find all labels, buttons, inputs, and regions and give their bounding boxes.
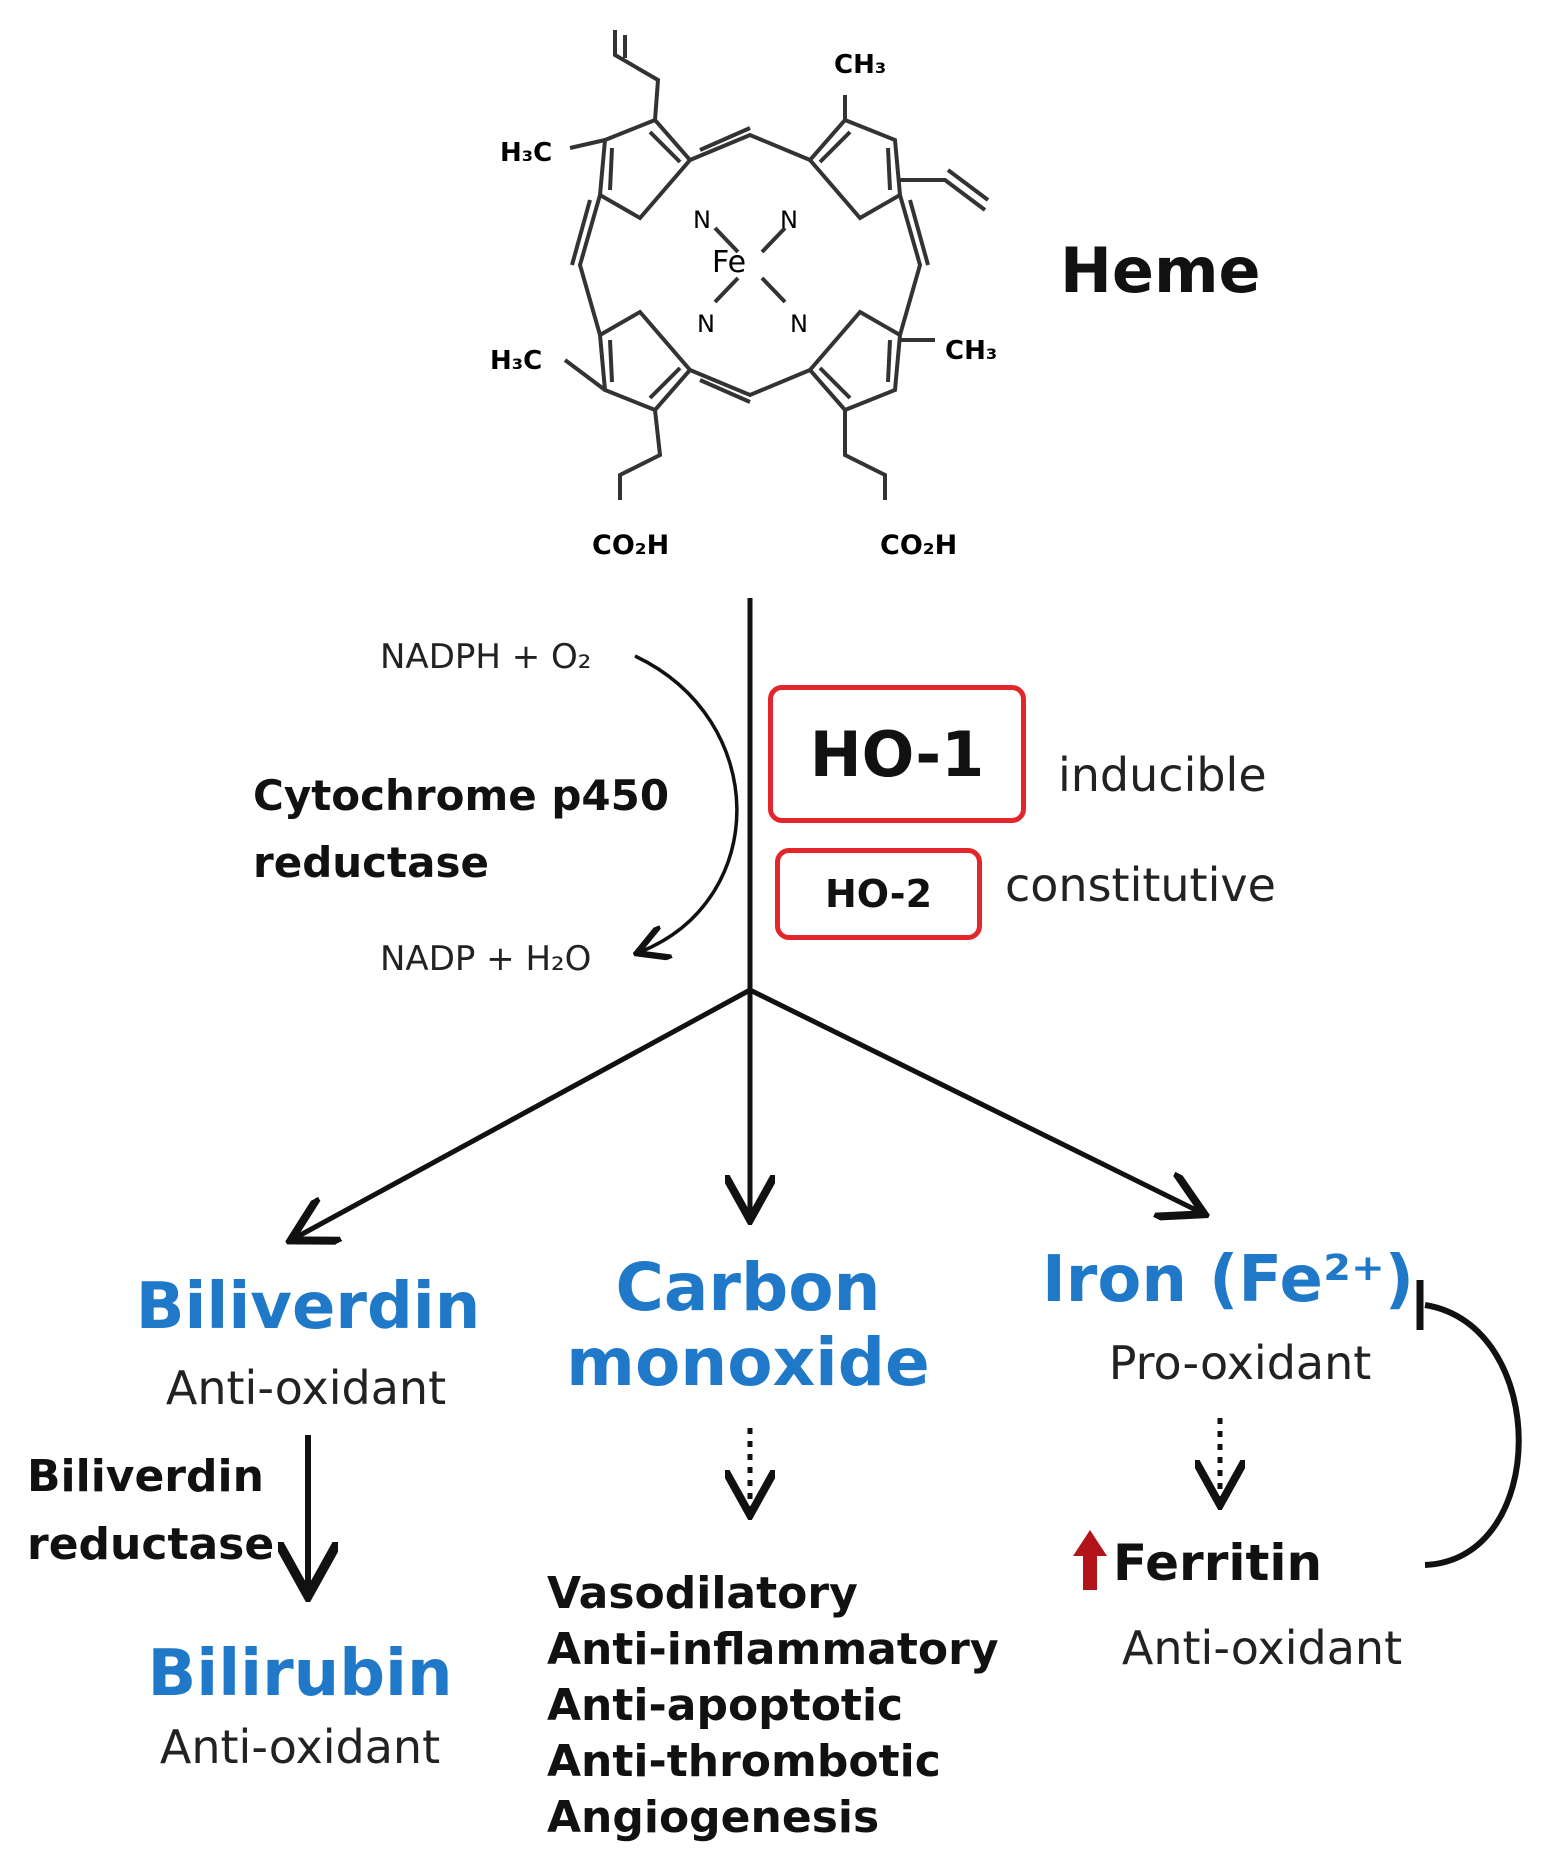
iron-property: Pro-oxidant: [1108, 1336, 1372, 1390]
up-arrow-icon: [1073, 1530, 1107, 1590]
co-effect-item: Anti-inflammatory: [547, 1624, 999, 1675]
arrow-to-iron: [748, 987, 1200, 1212]
heme-structure: [563, 30, 990, 500]
enzyme-biliverdin-reductase-line2: reductase: [27, 1519, 275, 1570]
cofactor-curved-arrow: [635, 654, 739, 952]
enzyme-cytochrome-line1: Cytochrome p450: [253, 771, 670, 820]
cofactor-input: NADPH + O₂: [380, 637, 592, 677]
ferritin-feedback-curve: [1424, 1302, 1522, 1568]
pyrrole-ring: [597, 309, 693, 413]
ho2-label: HO-2: [824, 872, 933, 916]
ho1-label: HO-1: [809, 717, 985, 791]
co-effect-item: Angiogenesis: [547, 1792, 880, 1843]
co-effect-item: Anti-thrombotic: [547, 1736, 941, 1787]
ho2-type: constitutive: [1005, 858, 1276, 912]
heme-title: Heme: [1060, 234, 1261, 307]
atom-co2h-right: CO₂H: [880, 530, 958, 561]
product-bilirubin: Bilirubin: [147, 1637, 453, 1711]
co-effect-item: Vasodilatory: [547, 1568, 858, 1619]
product-iron: Iron (Fe²⁺): [1041, 1243, 1415, 1317]
atom-h3c-left-bottom: H₃C: [490, 346, 543, 376]
pyrrole-ring: [807, 309, 903, 413]
product-carbon-monoxide-line2: monoxide: [566, 1324, 930, 1401]
atom-n: N: [693, 206, 711, 234]
product-carbon-monoxide-line1: Carbon: [615, 1249, 881, 1326]
ferritin-property: Anti-oxidant: [1121, 1621, 1403, 1675]
enzyme-biliverdin-reductase-line1: Biliverdin: [27, 1451, 264, 1502]
atom-ch3-top: CH₃: [834, 50, 887, 80]
cofactor-output: NADP + H₂O: [380, 939, 592, 979]
ho1-type: inducible: [1058, 748, 1267, 802]
atom-ch3-right: CH₃: [945, 336, 998, 366]
atom-fe: Fe: [712, 245, 747, 280]
pyrrole-ring: [597, 117, 693, 221]
biliverdin-property: Anti-oxidant: [165, 1361, 447, 1415]
product-biliverdin: Biliverdin: [135, 1270, 481, 1344]
atom-n: N: [780, 206, 798, 234]
arrow-to-biliverdin: [295, 987, 752, 1238]
pyrrole-ring: [807, 117, 903, 221]
bilirubin-property: Anti-oxidant: [159, 1720, 441, 1774]
atom-n: N: [697, 310, 715, 338]
atom-h3c-left-top: H₃C: [500, 138, 553, 168]
product-ferritin: Ferritin: [1113, 1534, 1323, 1592]
ho1-box: HO-1: [768, 685, 1026, 823]
enzyme-cytochrome-line2: reductase: [253, 838, 489, 887]
co-effect-item: Anti-apoptotic: [547, 1680, 904, 1731]
atom-n: N: [790, 310, 808, 338]
ho2-box: HO-2: [775, 848, 982, 940]
atom-co2h-left: CO₂H: [592, 530, 670, 561]
